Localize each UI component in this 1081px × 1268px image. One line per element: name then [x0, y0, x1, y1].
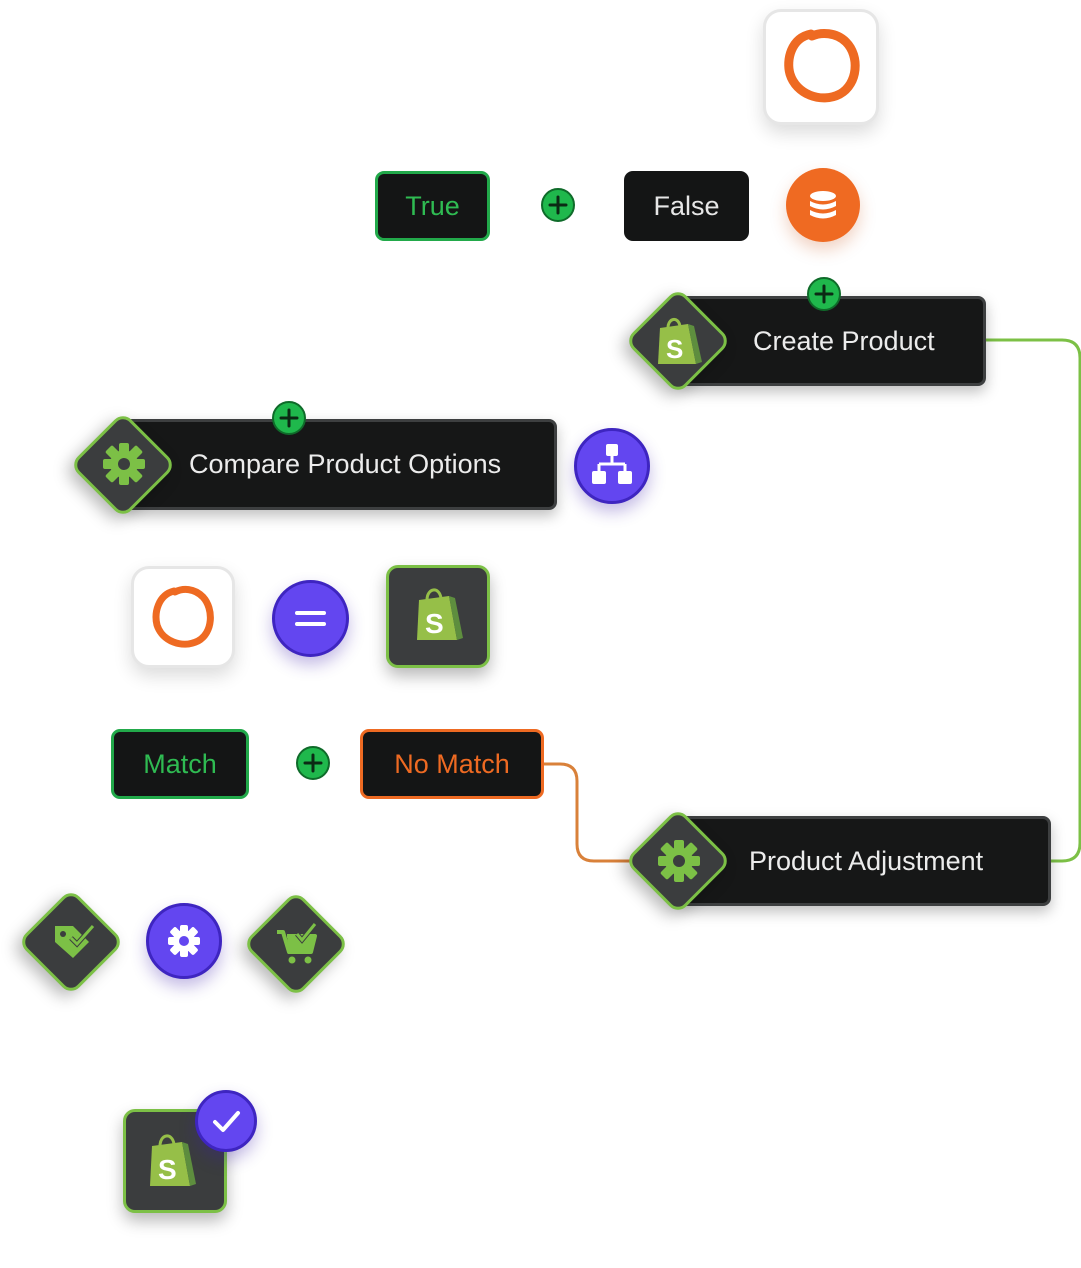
- equals-node[interactable]: [272, 580, 349, 657]
- add-icon[interactable]: [296, 746, 330, 780]
- shopify-bag-icon: S: [658, 318, 702, 364]
- true-branch-button[interactable]: True: [375, 171, 490, 241]
- create-product-label: Create Product: [753, 325, 935, 356]
- add-icon[interactable]: [807, 277, 841, 311]
- compare-product-options-node[interactable]: Compare Product Options: [124, 419, 557, 510]
- match-branch-label: Match: [143, 748, 217, 779]
- svg-text:S: S: [666, 334, 683, 364]
- cart-check-icon: [277, 922, 317, 964]
- no-match-branch-button[interactable]: No Match: [360, 729, 544, 799]
- settings-node[interactable]: [146, 903, 222, 979]
- brand-logo-tile: [131, 566, 235, 668]
- gear-icon: [658, 840, 700, 882]
- false-branch-label: False: [653, 190, 720, 221]
- connector-nomatch-to-adjustment: [543, 762, 632, 863]
- add-icon[interactable]: [541, 188, 575, 222]
- hierarchy-icon: [592, 444, 632, 484]
- brand-ring-icon: [152, 585, 214, 648]
- success-badge: [195, 1090, 257, 1152]
- tag-check-icon: [55, 924, 95, 958]
- no-match-branch-label: No Match: [394, 748, 510, 779]
- svg-text:S: S: [425, 608, 444, 639]
- svg-text:S: S: [158, 1154, 177, 1185]
- false-branch-button[interactable]: False: [624, 171, 749, 241]
- true-branch-label: True: [405, 190, 460, 221]
- hierarchy-node[interactable]: [574, 428, 650, 504]
- database-icon: [810, 191, 836, 219]
- gear-icon: [103, 443, 145, 485]
- checkmark-icon: [213, 1111, 240, 1132]
- gear-icon: [168, 925, 200, 957]
- shopify-bag-icon: S: [417, 588, 463, 640]
- match-branch-button[interactable]: Match: [111, 729, 249, 799]
- brand-ring-icon: [784, 29, 860, 103]
- product-adjustment-label: Product Adjustment: [749, 845, 984, 876]
- brand-logo-tile: [763, 9, 879, 125]
- database-node[interactable]: [786, 168, 860, 242]
- compare-product-options-label: Compare Product Options: [189, 449, 502, 479]
- product-adjustment-node[interactable]: Product Adjustment: [678, 816, 1051, 906]
- connector-create-to-adjustment: [985, 338, 1081, 863]
- shopify-tile: S: [386, 565, 490, 668]
- add-icon[interactable]: [272, 401, 306, 435]
- shopify-tile: S: [123, 1109, 227, 1213]
- create-product-node[interactable]: Create Product: [678, 296, 986, 386]
- equals-icon: [295, 611, 326, 626]
- shopify-bag-icon: S: [150, 1134, 196, 1186]
